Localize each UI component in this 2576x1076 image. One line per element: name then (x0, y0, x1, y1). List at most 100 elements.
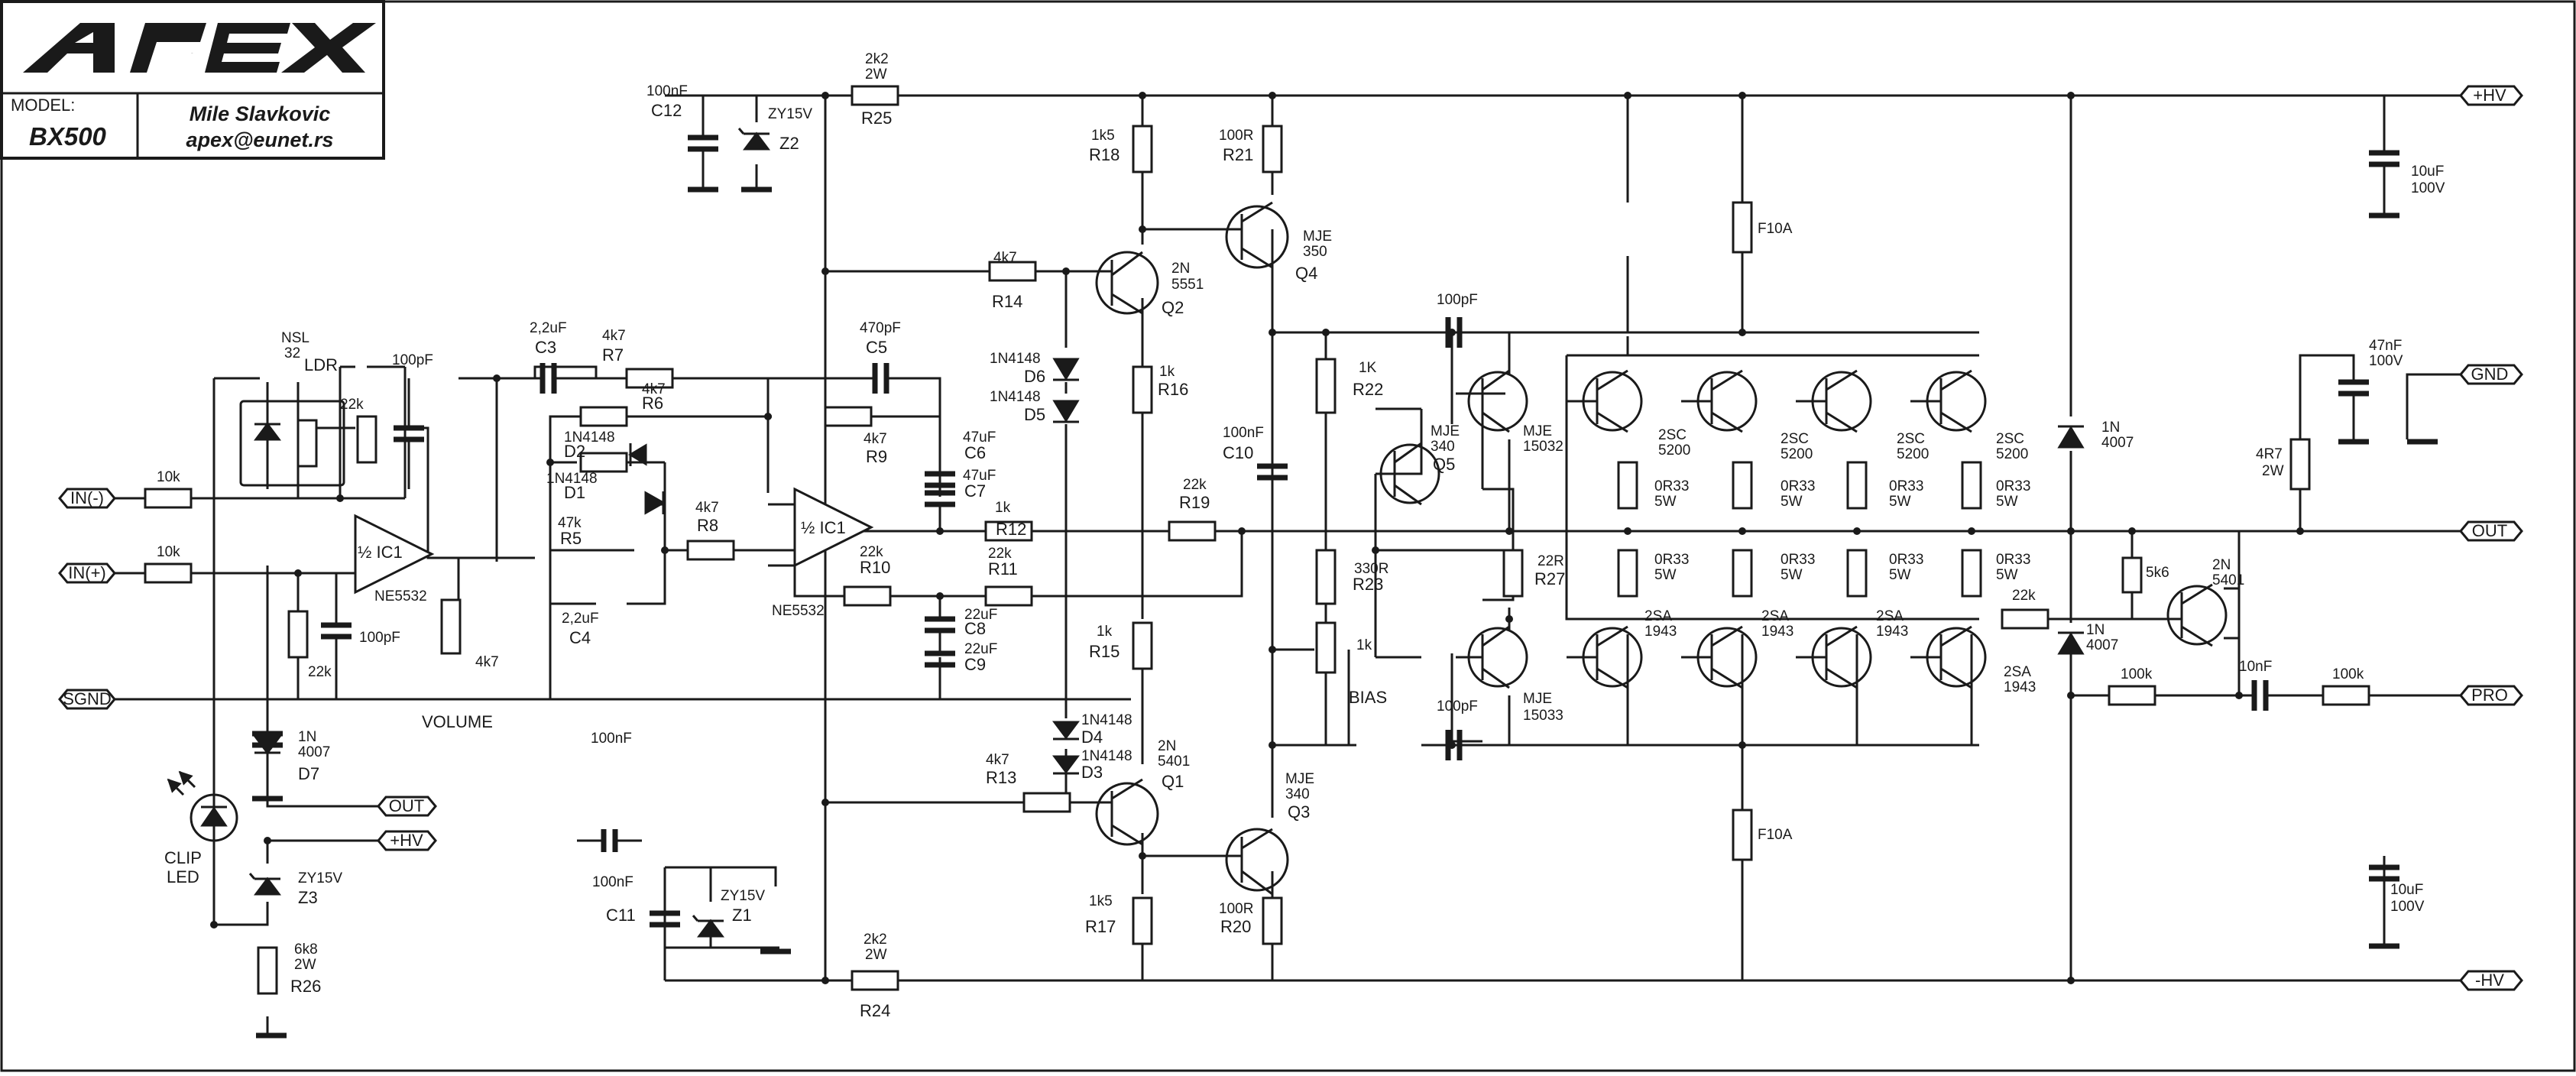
r8-value: 4k7 (695, 500, 719, 516)
r22k-pro-body (2001, 608, 2049, 630)
bias-pot-body (1315, 621, 1337, 674)
c100nf-sgnd-label: 100nF (591, 731, 632, 747)
c10uf-top-v2: 100V (2411, 180, 2445, 196)
r22k-ldr-label: 22k (340, 397, 364, 413)
c7-ref: C7 (964, 481, 986, 501)
port-out-small-text: OUT (389, 796, 424, 815)
q-p2-type2: 1943 (1761, 624, 1793, 640)
c8-value: 22uF (964, 607, 997, 623)
r27-ref: R27 (1534, 569, 1565, 588)
diodes (248, 128, 2085, 938)
re-g-v1: 0R33 (1996, 478, 2030, 494)
r14-ref: R14 (992, 292, 1022, 311)
q1-type1: 2N (1158, 738, 1176, 754)
port-out-text: OUT (2472, 521, 2507, 540)
q4-type1: MJE (1303, 228, 1332, 245)
logo-text: APEX (191, 52, 193, 54)
fuse-bot-label: F10A (1758, 827, 1793, 843)
r16-body (1132, 365, 1153, 414)
r12-ref: R12 (996, 520, 1026, 539)
re-a-v2: 5W (1654, 494, 1677, 510)
q-p4-type2: 1943 (2004, 679, 2036, 695)
r10-ref: R10 (860, 558, 890, 577)
c5-value: 470pF (860, 320, 901, 336)
r25-v2: 2W (865, 66, 887, 83)
d1n4007-a2: 4007 (2101, 435, 2134, 451)
r5-ref: R5 (560, 529, 582, 548)
opamp-ic1b (793, 487, 874, 568)
q4-type2: 350 (1303, 244, 1327, 260)
re-f-body (1846, 549, 1868, 598)
apex-logo: APEX (23, 23, 376, 73)
r10k-b-label: 10k (157, 544, 180, 560)
c8-ref: C8 (964, 619, 986, 638)
c4-ref: C4 (569, 628, 591, 647)
r5-body (579, 452, 628, 473)
q5-ref: Q5 (1433, 455, 1455, 474)
r6-body (579, 406, 628, 427)
r15-ref: R15 (1089, 642, 1120, 661)
r22-ref: R22 (1353, 380, 1383, 399)
d1n4007-b2: 4007 (2086, 637, 2118, 653)
r10k-in-minus (144, 488, 193, 509)
r10-body (843, 585, 892, 607)
labels: IN(-) IN(+) SGND OUT +HV +HV GND OUT PRO… (63, 51, 2508, 1020)
q-p1-type2: 1943 (1644, 624, 1677, 640)
q-p2-type1: 2SA (1761, 608, 1789, 624)
d1-type: 1N4148 (546, 471, 598, 487)
r21-value: 100R (1219, 128, 1253, 144)
r25-body (851, 85, 899, 106)
re-a-body (1617, 461, 1638, 510)
c10nf-label: 10nF (2239, 659, 2272, 675)
q3-type1: MJE (1285, 771, 1314, 787)
re-c-v1: 0R33 (1781, 478, 1815, 494)
r14-value: 4k7 (993, 250, 1017, 266)
r7-ref: R7 (602, 345, 624, 365)
c10uf-bot-v1: 10uF (2390, 882, 2423, 898)
re-d-v1: 0R33 (1781, 552, 1815, 568)
port-in-plus (58, 562, 116, 584)
port-in-minus (58, 488, 116, 509)
d1-ref: D1 (564, 483, 585, 502)
c5-ref: C5 (866, 338, 887, 357)
bias-pot-value: 1k (1356, 637, 1372, 653)
c100pf-in (321, 622, 352, 640)
port-out (2459, 520, 2523, 542)
d7-type1: 1N (298, 729, 316, 745)
c4-value: 2,2uF (562, 611, 599, 627)
q2-type1: 2N (1171, 261, 1190, 277)
r18-value: 1k5 (1091, 128, 1115, 144)
c7-value: 47uF (963, 468, 996, 484)
r15-value: 1k (1097, 624, 1113, 640)
c47nf-v2: 100V (2369, 353, 2403, 369)
c4-plates (601, 829, 618, 852)
r4r7-body (2289, 438, 2311, 491)
r24-v1: 2k2 (864, 932, 887, 948)
d2-ref: D2 (564, 442, 585, 461)
re-d-v2: 5W (1781, 567, 1803, 583)
d3-ref: D3 (1081, 763, 1103, 782)
r17-value: 1k5 (1089, 893, 1113, 909)
r9-ref: R9 (866, 447, 887, 466)
q-p4-type1: 2SA (2004, 664, 2031, 680)
r26-ref: R26 (290, 977, 321, 996)
re-a-v1: 0R33 (1654, 478, 1689, 494)
port-hv-neg (2459, 970, 2523, 991)
r11-value: 22k (988, 546, 1012, 562)
model-label: MODEL: (11, 96, 75, 115)
c12-plates (688, 134, 718, 152)
q4-ref: Q4 (1295, 264, 1317, 283)
d6-type: 1N4148 (990, 351, 1041, 367)
r100k-b-label: 100k (2332, 666, 2364, 682)
c9-value: 22uF (964, 641, 997, 657)
q5-type2: 340 (1431, 439, 1455, 455)
r25-ref: R25 (861, 109, 892, 128)
mje15033-type1: MJE (1523, 691, 1552, 707)
port-hv-small (377, 830, 437, 851)
c7-plates (925, 490, 955, 507)
d1n4007-b1: 1N (2086, 622, 2105, 638)
r25-v1: 2k2 (865, 51, 889, 67)
c9-ref: C9 (964, 655, 986, 674)
